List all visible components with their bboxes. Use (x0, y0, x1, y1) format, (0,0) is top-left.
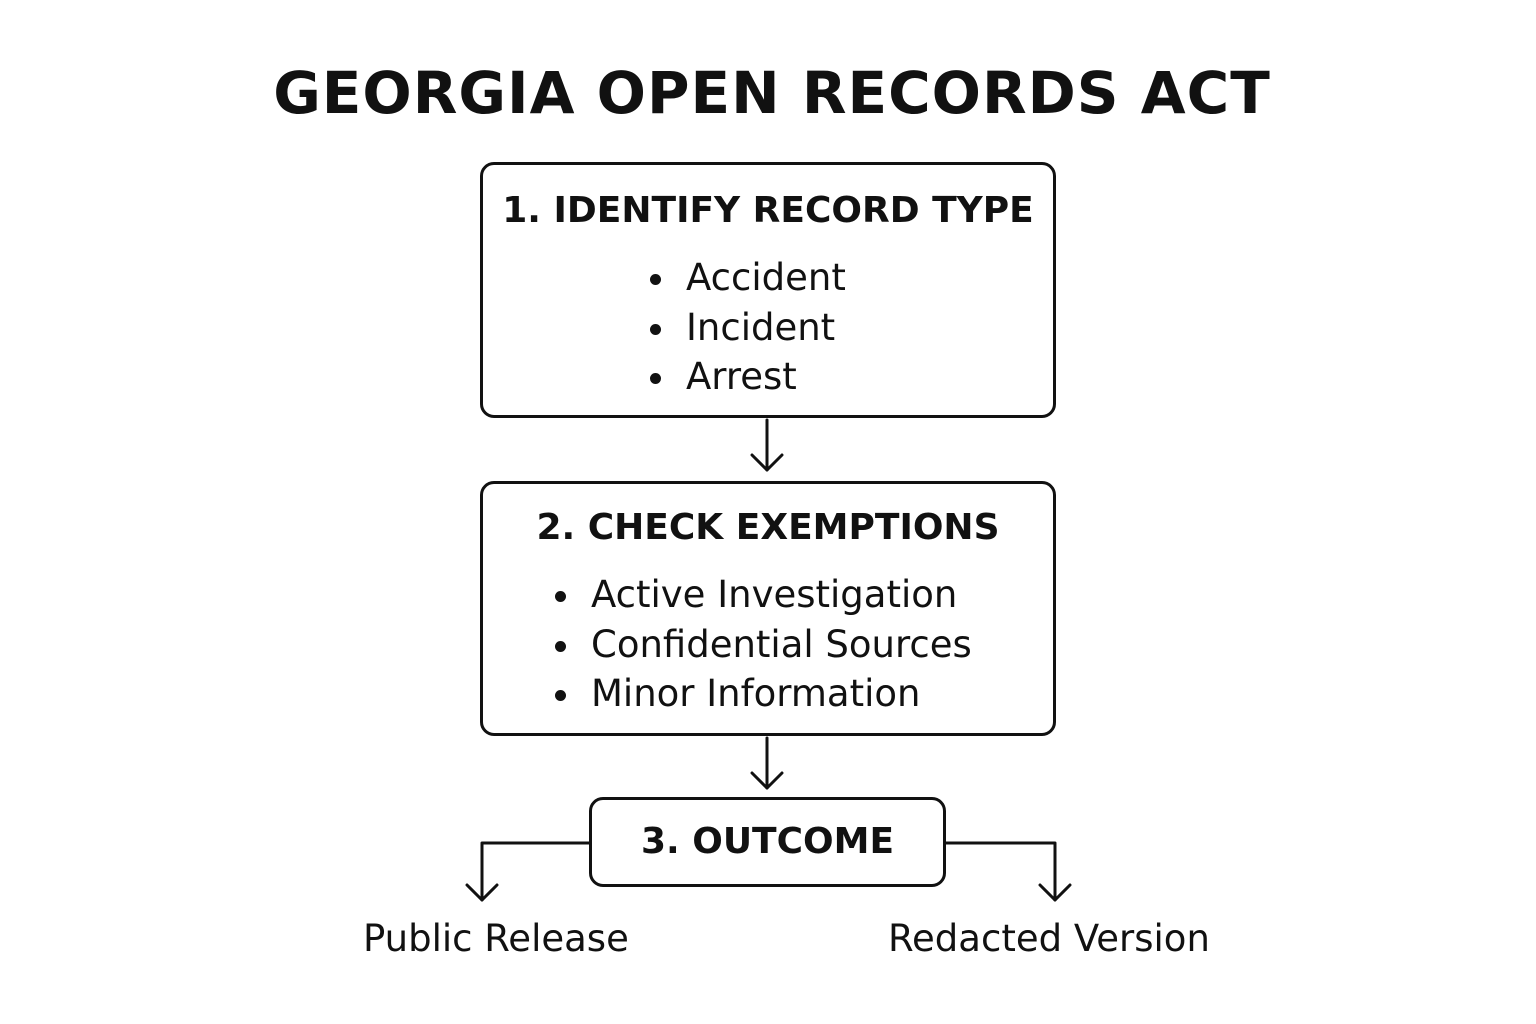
bullet-item: Incident (648, 303, 846, 353)
bullet-item: Active Investigation (553, 570, 972, 620)
bullet-item: Arrest (648, 352, 846, 402)
step-bullet-list: Active Investigation Confidential Source… (553, 570, 972, 719)
step-box-check-exemptions: 2. CHECK EXEMPTIONS Active Investigation… (480, 481, 1056, 736)
arrow-left-branch-icon (465, 841, 591, 902)
arrow-down-icon (750, 736, 784, 790)
step-bullet-list: Accident Incident Arrest (648, 253, 846, 402)
step-box-identify-record-type: 1. IDENTIFY RECORD TYPE Accident Inciden… (480, 162, 1056, 418)
outcome-public-release: Public Release (363, 917, 629, 960)
step-heading: 3. OUTCOME (640, 821, 895, 862)
bullet-item: Accident (648, 253, 846, 303)
diagram-title: GEORGIA OPEN RECORDS ACT (273, 59, 1271, 127)
bullet-item: Minor Information (553, 669, 972, 719)
step-box-outcome: 3. OUTCOME (589, 797, 946, 887)
bullet-item: Confidential Sources (553, 620, 972, 670)
step-heading: 1. IDENTIFY RECORD TYPE (502, 190, 1034, 231)
arrow-right-branch-icon (944, 841, 1072, 902)
outcome-redacted-version: Redacted Version (888, 917, 1210, 960)
arrow-down-icon (750, 418, 784, 472)
step-heading: 2. CHECK EXEMPTIONS (536, 507, 1000, 548)
